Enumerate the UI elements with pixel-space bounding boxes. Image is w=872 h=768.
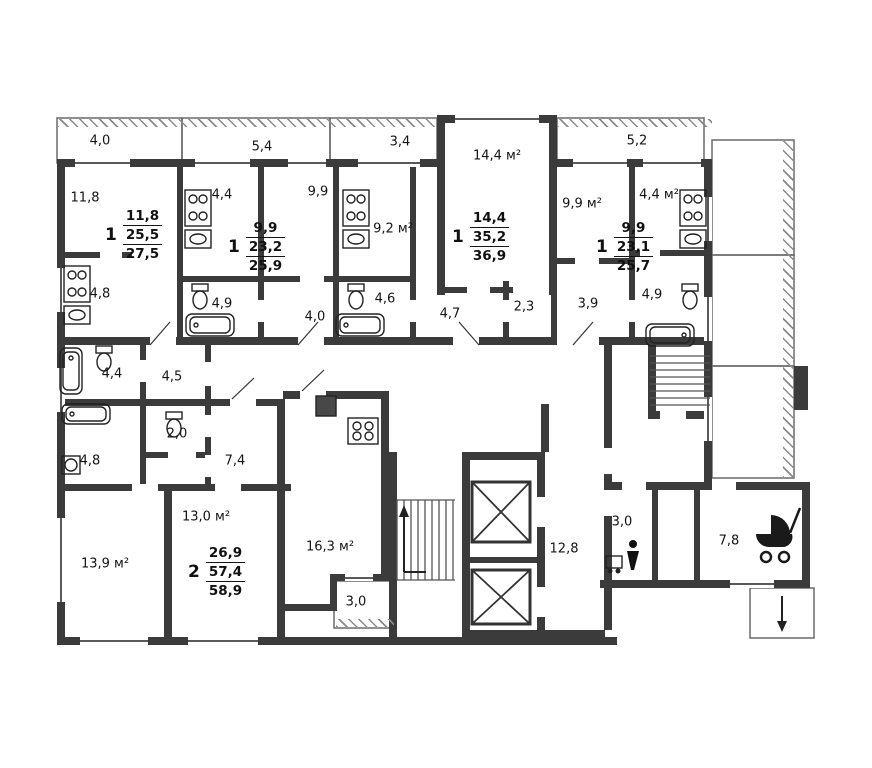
apartment-area: 35,2	[469, 228, 510, 248]
room-area-label: 4,9	[641, 287, 663, 303]
apartment-summary: 2 26,9 57,4 58,9	[188, 544, 246, 601]
room-area-label: 9,9 м²	[562, 196, 602, 212]
apartment-total-area: 25,7	[616, 258, 651, 275]
exterior-stairs-icon	[650, 355, 710, 406]
up-arrow-icon	[399, 505, 426, 573]
bathtub-icon	[59, 313, 695, 425]
apartment-area: 23,2	[245, 238, 286, 258]
balcony-hatch-icon	[57, 119, 435, 127]
room-area-label: 4,7	[439, 306, 461, 322]
room-area-label: 3,9	[577, 296, 599, 312]
room-area-label: 7,4	[224, 453, 246, 469]
apartment-area: 57,4	[205, 563, 246, 583]
room-area-label: 4,5	[161, 369, 183, 385]
down-arrow-icon	[777, 596, 787, 632]
room-area-label: 7,8	[718, 533, 740, 549]
apartment-rooms-count: 1	[228, 237, 240, 258]
stove-icon	[63, 189, 707, 445]
room-area-label: 3,0	[345, 594, 367, 610]
apartment-rooms-count: 2	[188, 562, 200, 583]
window-lines	[60, 118, 774, 642]
room-area-label: 4,4	[101, 366, 123, 382]
apartment-living-area: 26,9	[205, 544, 246, 564]
apartment-summary: 1 9,9 23,1 25,7	[596, 219, 654, 276]
room-area-label: 2,3	[513, 299, 535, 315]
apartment-living-area: 9,9	[613, 219, 654, 239]
room-area-label: 5,2	[626, 133, 648, 149]
room-area-label: 5,4	[251, 139, 273, 155]
elevator-icon	[470, 480, 532, 626]
room-area-label: 11,8	[70, 190, 100, 206]
stairs-icon	[396, 499, 455, 581]
stroller-icon	[756, 507, 802, 564]
room-area-label: 16,3 м²	[305, 539, 355, 555]
room-area-label: 4,6	[374, 291, 396, 307]
apartment-area: 23,1	[613, 238, 654, 258]
apartment-rooms-count: 1	[452, 227, 464, 248]
balcony-hatch-icon	[557, 119, 712, 127]
washer-icon	[61, 455, 81, 475]
balcony-hatch-icon	[336, 619, 394, 627]
apartment-summary: 1 11,8 25,5 27,5	[105, 207, 163, 264]
room-area-label: 9,9	[307, 184, 329, 200]
apartment-total-area: 27,5	[125, 246, 160, 263]
apartment-living-area: 11,8	[122, 207, 163, 227]
room-area-label: 13,9 м²	[80, 556, 130, 572]
door-swing-lines	[149, 321, 594, 400]
apartment-total-area: 36,9	[472, 248, 507, 265]
apartment-area: 25,5	[122, 226, 163, 246]
person-icon	[605, 540, 639, 574]
apartment-living-area: 14,4	[469, 209, 510, 229]
room-area-label: 3,0	[611, 514, 633, 530]
apartment-rooms-count: 1	[105, 225, 117, 246]
room-area-label: 12,8	[549, 541, 579, 557]
room-area-label: 14,4 м²	[472, 148, 522, 164]
room-area-label: 4,0	[304, 309, 326, 325]
apartment-summary: 1 14,4 35,2 36,9	[452, 209, 510, 266]
apartment-summary: 1 9,9 23,2 25,9	[228, 219, 286, 276]
toilet-icon	[95, 283, 699, 438]
room-area-label: 2,0	[166, 426, 188, 442]
apartment-total-area: 25,9	[248, 258, 283, 275]
room-area-label: 4,0	[89, 133, 111, 149]
room-area-label: 3,4	[389, 134, 411, 150]
room-area-label: 4,4	[211, 187, 233, 203]
room-area-label: 4,8	[79, 453, 101, 469]
room-area-label: 4,4 м²	[639, 187, 679, 203]
sink-icon	[63, 229, 707, 417]
room-area-label: 9,2 м²	[373, 221, 413, 237]
room-area-label: 4,9	[211, 296, 233, 312]
room-area-label: 13,0 м²	[181, 509, 231, 525]
apartment-rooms-count: 1	[596, 237, 608, 258]
apartment-total-area: 58,9	[208, 583, 243, 600]
room-area-label: 4,8	[89, 286, 111, 302]
balcony-hatch-icon	[783, 141, 794, 478]
apartment-living-area: 9,9	[245, 219, 286, 239]
